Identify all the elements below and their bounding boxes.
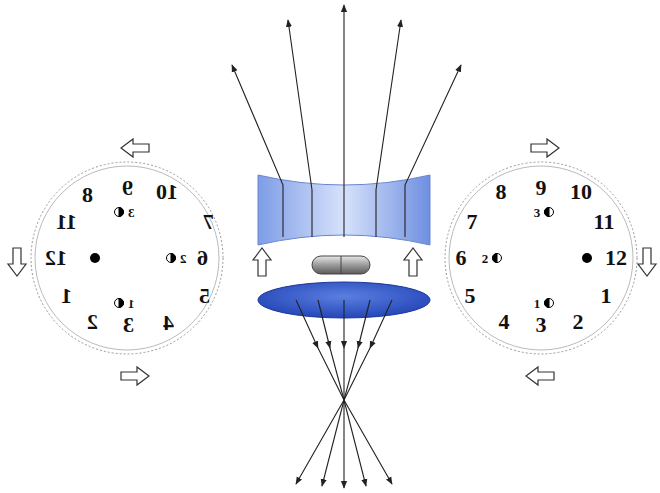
clock-numeral: 9 <box>536 177 547 199</box>
clock-numeral: 4 <box>163 312 174 334</box>
diverging-rays <box>232 5 461 237</box>
capsule-pill <box>312 256 370 274</box>
clock-numeral: 11 <box>56 211 77 233</box>
clock-numeral: 3 <box>536 314 547 336</box>
moon-phase-number: 1 <box>534 297 541 310</box>
clock-numeral: 8 <box>496 181 507 203</box>
clock-numeral: 1 <box>601 285 612 307</box>
clock-numeral: 3 <box>123 314 134 336</box>
clock-numeral: 4 <box>499 311 510 333</box>
clock-numeral: 2 <box>87 311 98 333</box>
clock-numeral: 7 <box>203 211 214 233</box>
clock-numeral: 6 <box>197 247 208 269</box>
clock-numeral: 10 <box>570 181 592 203</box>
rotation-arrows <box>8 139 656 385</box>
clock-numeral: 8 <box>82 184 93 206</box>
clock-numeral: 7 <box>467 211 478 233</box>
moon-phase-number: 3 <box>128 206 135 219</box>
moon-phase-number: 3 <box>534 206 541 219</box>
clock-numeral: 6 <box>456 247 467 269</box>
moon-phase-number: 2 <box>482 252 489 265</box>
right-clock-face <box>445 162 637 354</box>
moon-phase-number: 2 <box>180 252 187 265</box>
clock-numeral: 5 <box>465 285 476 307</box>
clock-numeral: 1 <box>61 285 72 307</box>
converging-rays <box>296 300 392 488</box>
left-clock-face <box>31 162 223 354</box>
clock-numeral: 12 <box>45 247 67 269</box>
clock-numeral: 5 <box>199 285 210 307</box>
clock-numeral: 10 <box>156 181 178 203</box>
clock-numeral: 11 <box>594 211 615 233</box>
clock-numeral: 9 <box>122 177 133 199</box>
moon-phase-number: 1 <box>128 297 135 310</box>
clock-numeral: 2 <box>573 311 584 333</box>
clock-numeral: 12 <box>605 247 627 269</box>
